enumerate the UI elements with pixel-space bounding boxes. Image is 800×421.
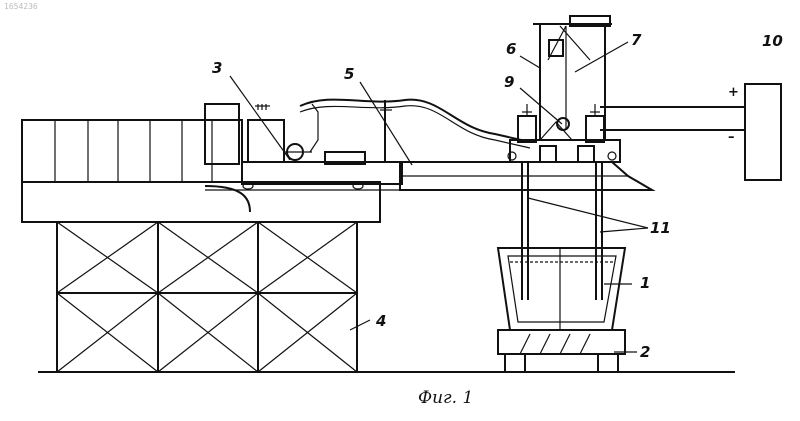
hoist-mast: [533, 16, 612, 140]
electrode-storage: [22, 104, 242, 182]
label-10: 10: [762, 32, 783, 50]
label-minus: –: [728, 130, 735, 145]
label-5: 5: [344, 65, 354, 83]
power-source: [745, 84, 781, 180]
scan-id: 1654236: [4, 2, 38, 11]
label-9: 9: [504, 73, 514, 91]
electrode-holders: [508, 104, 620, 162]
electrodes: [522, 162, 602, 300]
ladle: [498, 248, 625, 330]
leader-11b: [600, 228, 648, 232]
carriage: [205, 162, 402, 212]
label-7: 7: [631, 31, 642, 49]
figure-caption: Фиг. 1: [418, 388, 473, 408]
support-frame: [57, 222, 357, 372]
leader-4: [350, 320, 370, 330]
leader-11a: [528, 198, 648, 228]
label-6: 6: [506, 40, 516, 58]
leader-6: [520, 56, 540, 68]
cable-loop-inner: [300, 106, 530, 148]
label-11: 11: [650, 219, 671, 237]
ladle-stand: [498, 330, 625, 372]
label-plus: +: [728, 85, 739, 100]
label-2: 2: [640, 343, 650, 361]
label-4: 4: [375, 312, 386, 330]
leader-7: [575, 42, 628, 72]
label-1: 1: [640, 274, 650, 292]
platform-deck: [22, 182, 380, 222]
label-3: 3: [212, 59, 222, 77]
